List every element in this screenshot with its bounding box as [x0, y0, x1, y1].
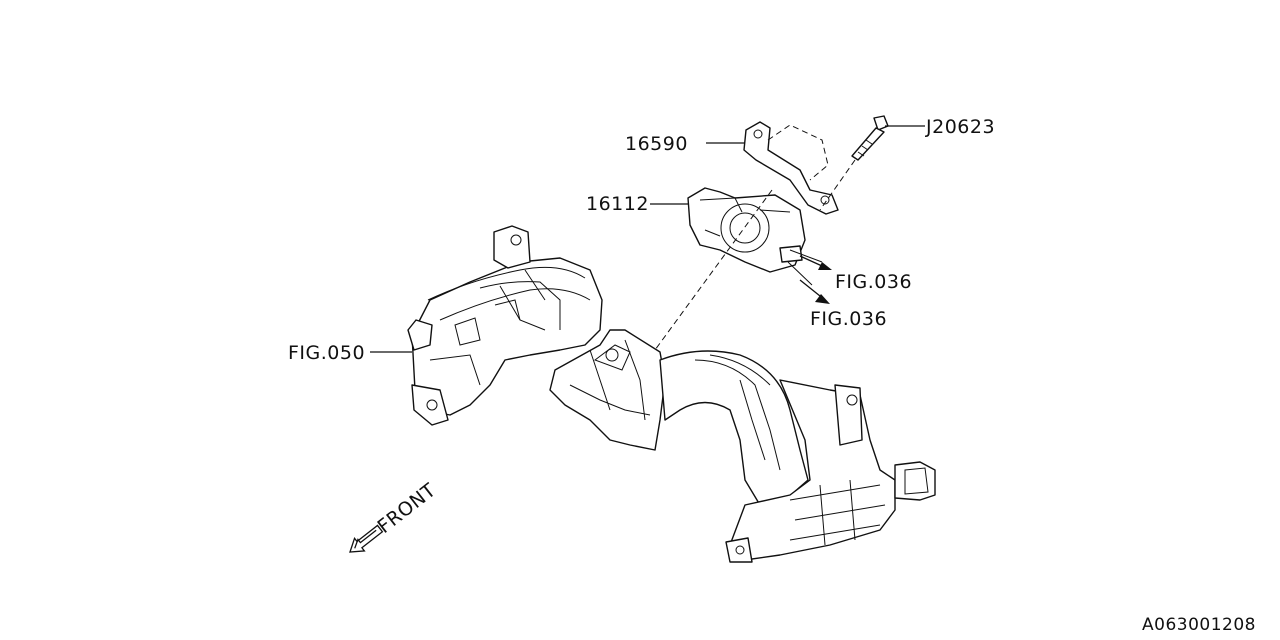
throttle-body — [687, 187, 823, 286]
bolt — [851, 115, 889, 161]
assembly-line-throttle-to-manifold — [654, 189, 773, 351]
front-arrow-icon — [349, 524, 384, 553]
label-16112: 16112 — [586, 193, 649, 215]
label-j20623: J20623 — [925, 116, 995, 138]
intake-manifold — [407, 225, 936, 563]
diagram-id: A063001208 — [1142, 615, 1256, 635]
label-front: FRONT — [374, 479, 441, 538]
bracket — [743, 121, 839, 215]
assembly-line-bolt — [819, 159, 856, 211]
label-fig050: FIG.050 — [288, 342, 365, 364]
label-fig036-upper: FIG.036 — [835, 271, 912, 293]
label-fig036-lower: FIG.036 — [810, 308, 887, 330]
label-16590: 16590 — [625, 133, 688, 155]
